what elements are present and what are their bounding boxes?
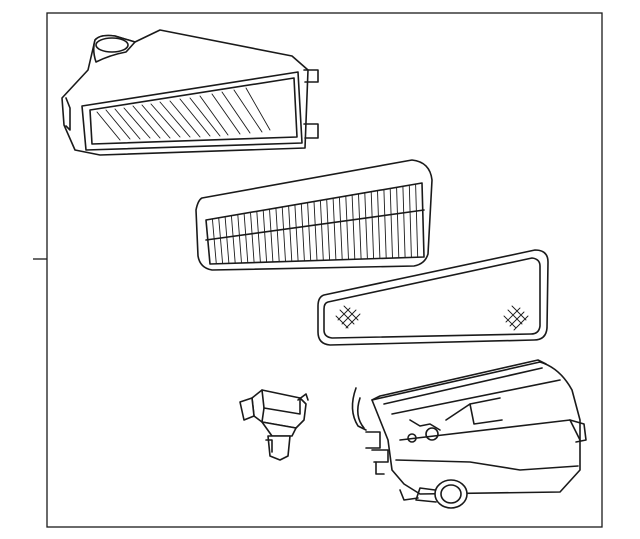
filter-pleat	[370, 191, 375, 260]
filter-pleat	[383, 189, 387, 259]
mass-airflow-sensor[interactable]	[239, 389, 309, 461]
filter-gasket-plate[interactable]	[317, 249, 549, 346]
filter-pleat	[415, 183, 419, 258]
filter-pleat	[408, 184, 412, 258]
filter-pleat	[358, 193, 362, 260]
filter-pleat	[300, 203, 305, 262]
filter-pleat	[224, 216, 230, 264]
filter-pleat	[218, 217, 224, 265]
filter-pleat	[319, 199, 324, 261]
filter-pleat	[313, 201, 318, 261]
filter-pleat	[377, 190, 381, 259]
filter-pleat	[230, 215, 236, 264]
filter-pleat	[307, 202, 312, 262]
filter-pleat	[250, 211, 255, 264]
filter-pleat	[364, 192, 368, 260]
filter-pleat	[243, 213, 249, 264]
gasket-crosshatch-right	[503, 305, 529, 331]
filter-pleat	[275, 207, 280, 263]
gasket-crosshatch-left	[335, 305, 361, 329]
filter-pleat	[396, 186, 400, 259]
filter-pleat	[338, 196, 343, 261]
filter-pleat	[281, 206, 286, 262]
filter-pleat	[269, 208, 274, 263]
filter-pleat	[288, 205, 293, 262]
filter-pleat	[351, 194, 356, 260]
filter-pleat	[256, 210, 261, 263]
filter-pleat	[402, 185, 406, 259]
filter-pleat	[237, 214, 242, 264]
air-cleaner-housing[interactable]	[351, 359, 587, 509]
filter-pleat	[262, 209, 268, 263]
filter-pleat	[332, 197, 337, 261]
air-intake-duct[interactable]	[61, 29, 319, 156]
filter-pleat	[211, 218, 217, 265]
air-filter-element[interactable]	[195, 159, 433, 271]
filter-pleat	[326, 198, 331, 261]
filter-pleat	[294, 204, 299, 262]
filter-pleat	[345, 195, 349, 260]
diagram-frame	[33, 12, 603, 528]
filter-pleat	[389, 187, 393, 259]
